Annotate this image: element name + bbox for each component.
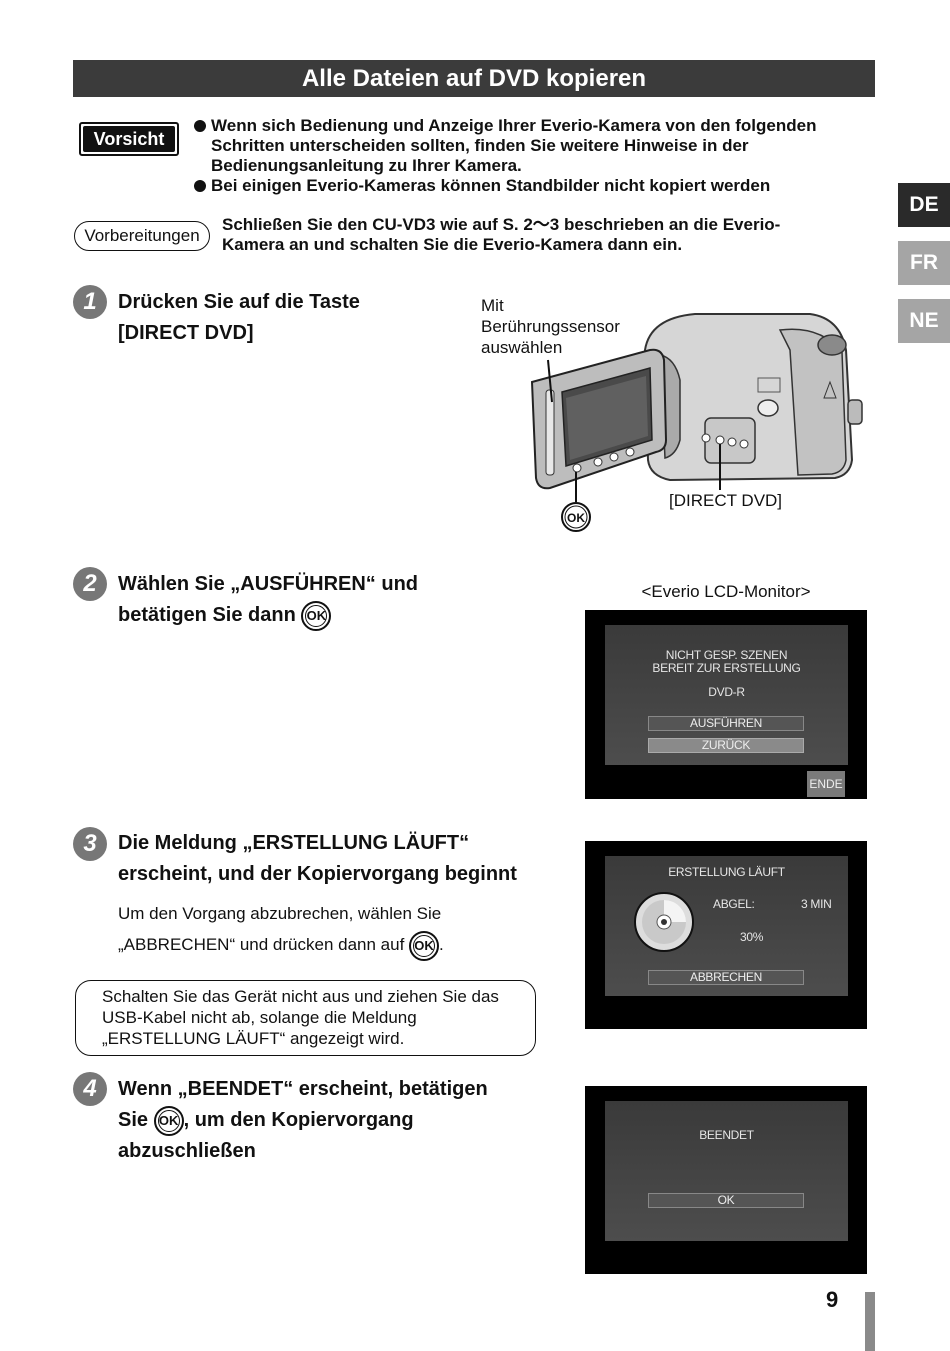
warning-note: Schalten Sie das Gerät nicht aus und zie… [75, 980, 536, 1056]
caution-badge: Vorsicht [79, 122, 179, 156]
progress-percent: 30% [740, 930, 764, 944]
step-1-line2: [DIRECT DVD] [118, 322, 254, 344]
preparation-badge: Vorbereitungen [74, 221, 210, 251]
touch-sensor-label: Mit Berührungssensor auswählen [481, 295, 620, 358]
end-button[interactable]: ENDE [807, 771, 845, 797]
step-1-number: 1 [73, 285, 107, 319]
step-4-line2-pre: Sie [118, 1109, 149, 1131]
lcd-media-label: DVD-R [708, 685, 745, 699]
step-3-sub-line1: Um den Vorgang abzubrechen, wählen Sie [118, 904, 442, 923]
ok-button-icon: OK [153, 1105, 184, 1136]
step-3-line2: erscheint, und der Kopiervorgang beginnt [118, 863, 517, 885]
lcd-panel: BEENDET OK [605, 1101, 848, 1241]
step-2-text: Wählen Sie „AUSFÜHREN“ und betätigen Sie… [118, 569, 418, 631]
step-3-subtext: Um den Vorgang abzubrechen, wählen Sie „… [118, 898, 444, 961]
execute-option[interactable]: AUSFÜHREN [648, 716, 804, 731]
language-tab-de[interactable]: DE [898, 183, 950, 227]
lcd-screen-finished: BEENDET OK [585, 1086, 867, 1274]
step-3-sub-line2: „ABBRECHEN“ und drücken dann auf [118, 935, 405, 954]
caution-badge-label: Vorsicht [83, 126, 175, 152]
step-3-sub-end: . [439, 935, 444, 954]
step-3-line1: Die Meldung „ERSTELLUNG LÄUFT“ [118, 832, 470, 854]
step-2-number: 2 [73, 567, 107, 601]
lcd-message-line1: NICHT GESP. SZENEN [665, 648, 788, 662]
step-4-number: 4 [73, 1072, 107, 1106]
disc-icon [634, 892, 694, 952]
preparation-text: Schließen Sie den CU-VD3 wie auf S. 2～3 … [222, 215, 781, 254]
lcd-message-line2: BEREIT ZUR ERSTELLUNG [652, 661, 801, 675]
camcorder-illustration [530, 313, 863, 532]
touch-label-line: Berührungssensor [481, 317, 620, 336]
caution-item: Wenn sich Bedienung und Anzeige Ihrer Ev… [193, 116, 883, 176]
ok-button-icon: OK [301, 600, 332, 631]
caution-item: Bei einigen Everio-Kameras können Standb… [193, 176, 883, 196]
step-1-line1: Drücken Sie auf die Taste [118, 291, 360, 313]
language-tab-ne[interactable]: NE [898, 299, 950, 343]
ok-option[interactable]: OK [648, 1193, 804, 1208]
step-3-number: 3 [73, 827, 107, 861]
remaining-value: 3 MIN [801, 897, 832, 911]
step-3-text: Die Meldung „ERSTELLUNG LÄUFT“ erscheint… [118, 828, 517, 890]
lcd-panel: NICHT GESP. SZENEN BEREIT ZUR ERSTELLUNG… [605, 625, 848, 765]
lcd-caption: <Everio LCD-Monitor> [641, 582, 811, 601]
step-4-text: Wenn „BEENDET“ erscheint, betätigen Sie … [118, 1074, 488, 1167]
step-4-line3: abzuschließen [118, 1140, 256, 1162]
finished-title: BEENDET [699, 1128, 754, 1142]
page-number: 9 [826, 1287, 839, 1312]
ok-button-icon: OK [409, 930, 440, 961]
direct-dvd-label: [DIRECT DVD] [669, 491, 783, 510]
touch-label-line: auswählen [481, 338, 563, 357]
caution-list: Wenn sich Bedienung und Anzeige Ihrer Ev… [193, 116, 883, 196]
step-2-line2: betätigen Sie dann [118, 604, 296, 626]
lcd-panel: ERSTELLUNG LÄUFT ABGEL: 3 MIN 30% ABBREC… [605, 856, 848, 996]
page-edge-bar [865, 1292, 875, 1351]
lcd-progress-title: ERSTELLUNG LÄUFT [668, 865, 785, 879]
language-tab-fr[interactable]: FR [898, 241, 950, 285]
step-2-line1: Wählen Sie „AUSFÜHREN“ und [118, 573, 419, 595]
step-1-text: Drücken Sie auf die Taste [DIRECT DVD] [118, 287, 360, 349]
lcd-screen-progress: ERSTELLUNG LÄUFT ABGEL: 3 MIN 30% ABBREC… [585, 841, 867, 1029]
cancel-option[interactable]: ABBRECHEN [648, 970, 804, 985]
step-4-line2-post: , um den Kopiervorgang [183, 1109, 414, 1131]
touch-label-line: Mit [481, 296, 504, 315]
page-title: Alle Dateien auf DVD kopieren [73, 60, 875, 97]
step-4-line1: Wenn „BEENDET“ erscheint, betätigen [118, 1078, 488, 1100]
remaining-label: ABGEL: [713, 897, 755, 911]
camera-ok-label: OK [567, 511, 585, 525]
lcd-screen-confirm: NICHT GESP. SZENEN BEREIT ZUR ERSTELLUNG… [585, 610, 867, 799]
back-option[interactable]: ZURÜCK [648, 738, 804, 753]
